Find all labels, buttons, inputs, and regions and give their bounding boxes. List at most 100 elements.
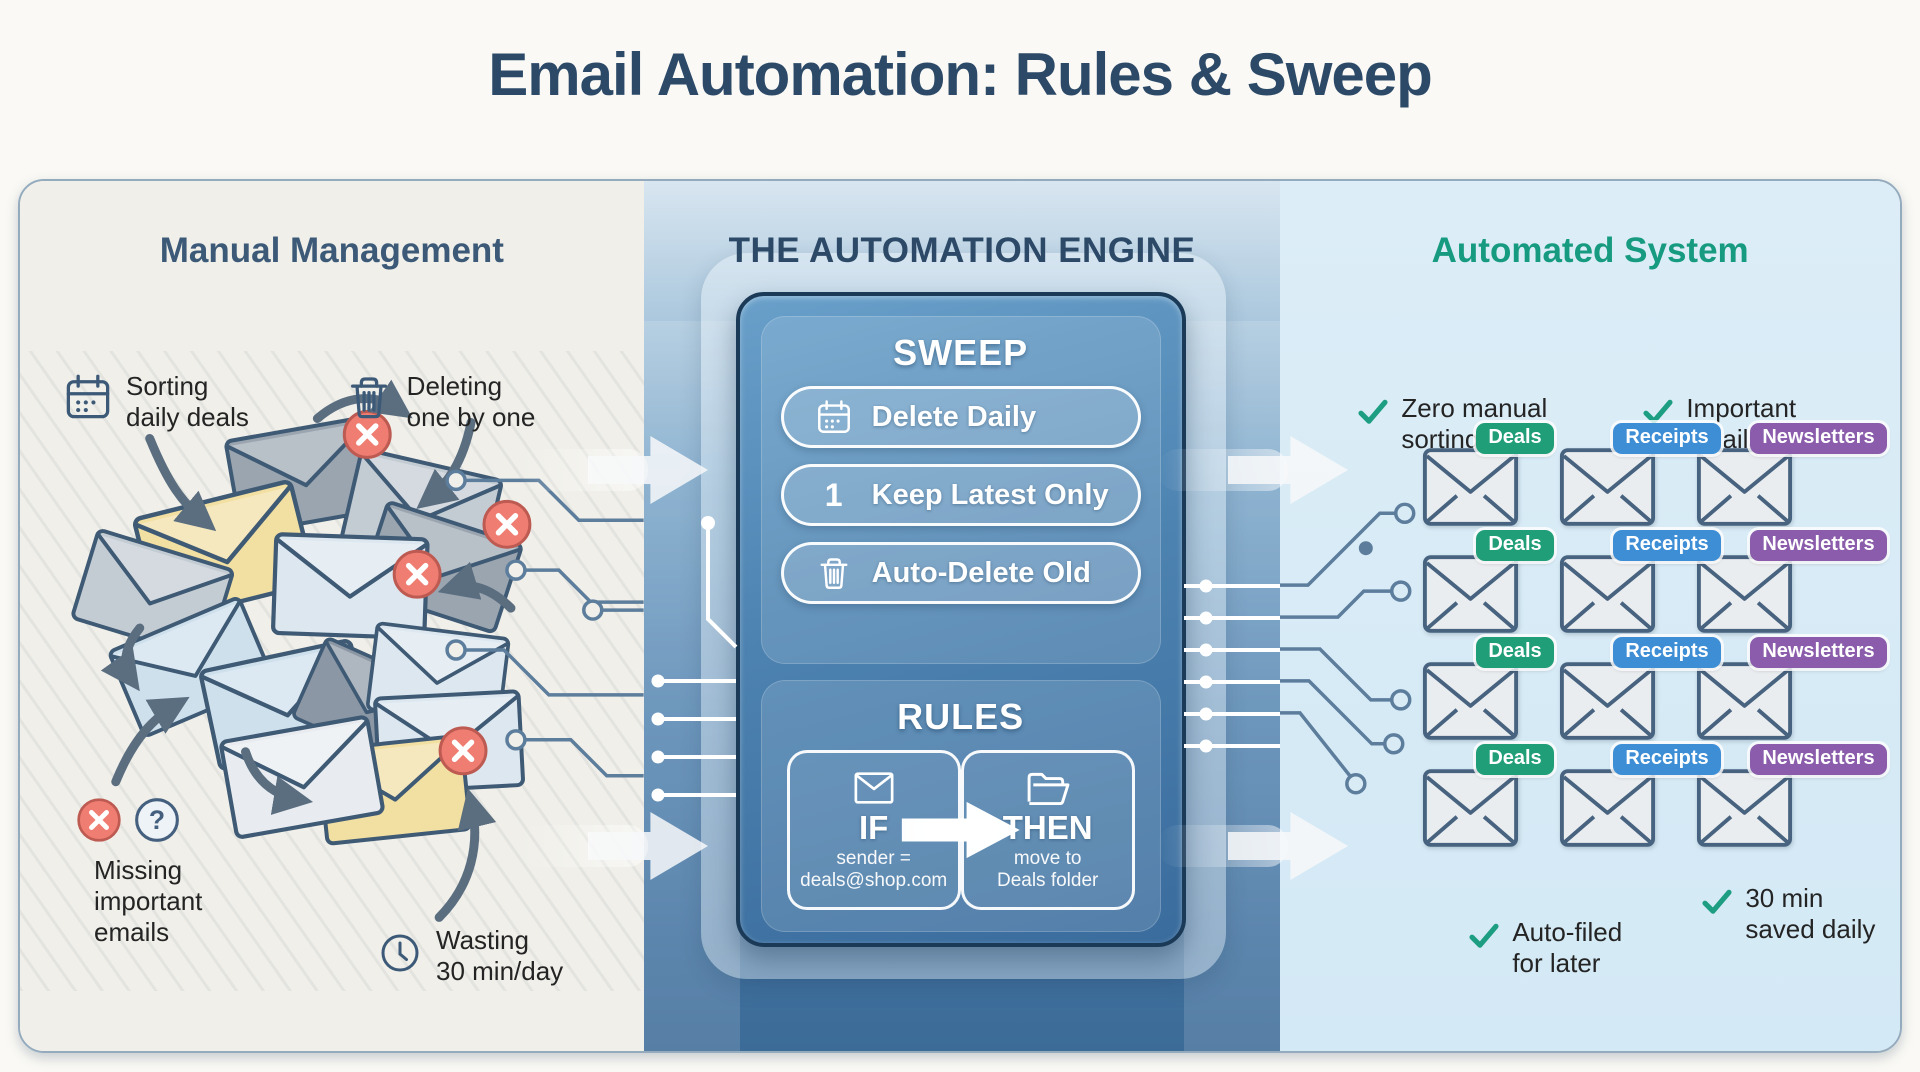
missing-emails-note: ? Missing important emails (76, 797, 202, 949)
automated-system-header: Automated System (1431, 231, 1749, 270)
envelope-icon (1422, 447, 1519, 527)
envelope-icon (848, 767, 900, 809)
mail-row: Deals Receipts Newsletters (1422, 530, 1887, 634)
envelope-icon (1696, 768, 1793, 848)
right-light-strip (1184, 321, 1281, 1051)
automation-engine-panel: THE AUTOMATION ENGINE SWEEP Delete Daily… (643, 181, 1281, 1051)
if-keyword: IF (859, 808, 889, 846)
missing-emails-label: Missing important emails (94, 855, 203, 948)
category-badge: Receipts (1613, 637, 1721, 668)
category-badge: Deals (1476, 637, 1554, 668)
trash-icon (816, 555, 852, 591)
mail-row: Deals Receipts Newsletters (1422, 637, 1887, 741)
mail-item: Newsletters (1696, 637, 1887, 741)
circuit-traces-right-panel (1280, 502, 1416, 795)
number-one-icon: 1 (824, 476, 843, 513)
category-badge: Deals (1476, 530, 1554, 561)
mail-item: Newsletters (1696, 530, 1887, 634)
rules-title: RULES (897, 696, 1025, 737)
circuit-traces-left (445, 469, 644, 778)
folder-icon (1022, 767, 1074, 809)
sweep-section: SWEEP Delete Daily 1 Keep Latest Only Au… (760, 316, 1161, 664)
sorted-mail-grid: Deals Receipts Newsletters Deals Receipt… (1422, 423, 1887, 848)
if-box: IF sender = deals@shop.com (786, 750, 961, 910)
envelope-icon (1422, 661, 1519, 741)
check-icon (1468, 922, 1500, 950)
category-badge: Receipts (1613, 530, 1721, 561)
mail-item: Deals (1422, 744, 1554, 848)
circuit-traces-engine-right (1184, 579, 1281, 753)
category-badge: Newsletters (1750, 744, 1887, 775)
envelope-icon (1696, 661, 1793, 741)
sweep-button-label: Keep Latest Only (871, 478, 1109, 511)
benefit-label: 30 min saved daily (1745, 883, 1876, 945)
benefit-label: Auto-filed for later (1512, 917, 1623, 979)
flow-arrow-right-top-icon (1158, 433, 1348, 507)
mail-item: Receipts (1559, 637, 1721, 741)
check-icon (1642, 398, 1674, 426)
pain-deleting-label: Deleting one by one (406, 371, 536, 433)
mail-row: Deals Receipts Newsletters (1422, 423, 1887, 527)
check-icon (1701, 888, 1733, 916)
clock-icon (378, 931, 422, 975)
trash-icon (345, 373, 393, 421)
category-badge: Newsletters (1750, 637, 1887, 668)
rules-section: RULES IF sender = deals@shop.com THEN mo… (760, 680, 1161, 932)
mail-row: Deals Receipts Newsletters (1422, 744, 1887, 848)
sweep-button-delete-daily: Delete Daily (780, 386, 1141, 448)
manual-management-header: Manual Management (159, 231, 504, 270)
mail-item: Newsletters (1696, 744, 1887, 848)
circuit-traces-engine-left (651, 516, 738, 802)
sweep-button-label: Delete Daily (871, 400, 1037, 433)
then-action: move to Deals folder (996, 847, 1099, 892)
envelope-icon (1559, 661, 1656, 741)
calendar-icon (816, 399, 852, 435)
flow-arrow-left-top-icon (518, 433, 708, 507)
wasting-time-note: Wasting 30 min/day (378, 925, 563, 987)
automation-engine-header: THE AUTOMATION ENGINE (728, 231, 1196, 270)
category-badge: Receipts (1613, 423, 1721, 454)
category-badge: Newsletters (1750, 530, 1887, 561)
envelope-icon (1696, 554, 1793, 634)
infographic-card: Manual Management Sorting daily deals De… (18, 179, 1902, 1053)
manual-management-panel: Manual Management Sorting daily deals De… (20, 181, 644, 1051)
sweep-title: SWEEP (893, 332, 1029, 373)
engine-device: SWEEP Delete Daily 1 Keep Latest Only Au… (735, 292, 1186, 947)
pain-sorting: Sorting daily deals (64, 371, 319, 433)
envelope-icon (1559, 447, 1656, 527)
error-icon (76, 797, 122, 843)
envelope-icon (1422, 768, 1519, 848)
then-keyword: THEN (1002, 808, 1093, 846)
check-icon (1357, 398, 1389, 426)
benefit-time-saved: 30 min saved daily (1701, 883, 1875, 945)
mail-item: Deals (1422, 423, 1554, 527)
page-title: Email Automation: Rules & Sweep (488, 41, 1433, 108)
sweep-button-auto-delete: Auto-Delete Old (780, 542, 1141, 604)
category-badge: Deals (1476, 744, 1554, 775)
mail-item: Newsletters (1696, 423, 1887, 527)
envelope-icon (1559, 554, 1656, 634)
envelope-icon (1696, 447, 1793, 527)
calendar-icon (64, 373, 112, 421)
if-condition: sender = deals@shop.com (800, 847, 948, 892)
benefit-auto-filed: Auto-filed for later (1468, 917, 1622, 979)
category-badge: Newsletters (1750, 423, 1887, 454)
sweep-button-keep-latest: 1 Keep Latest Only (780, 464, 1141, 526)
envelope-icon (1422, 554, 1519, 634)
sweep-button-label: Auto-Delete Old (871, 556, 1091, 589)
wasting-time-label: Wasting 30 min/day (436, 925, 564, 987)
category-badge: Receipts (1613, 744, 1721, 775)
envelope-icon (1559, 768, 1656, 848)
pain-sorting-label: Sorting daily deals (126, 371, 249, 433)
mail-item: Receipts (1559, 530, 1721, 634)
automated-system-panel: Automated System Zero manual sorting Imp… (1280, 181, 1900, 1051)
envelope-pile-illustration (69, 379, 644, 922)
svg-text:?: ? (149, 805, 165, 835)
mail-item: Receipts (1559, 423, 1721, 527)
category-badge: Deals (1476, 423, 1554, 454)
mail-item: Deals (1422, 637, 1554, 741)
pain-deleting: Deleting one by one (345, 371, 600, 433)
question-icon: ? (135, 798, 179, 842)
flow-arrow-left-bottom-icon (518, 809, 708, 883)
mail-item: Deals (1422, 530, 1554, 634)
